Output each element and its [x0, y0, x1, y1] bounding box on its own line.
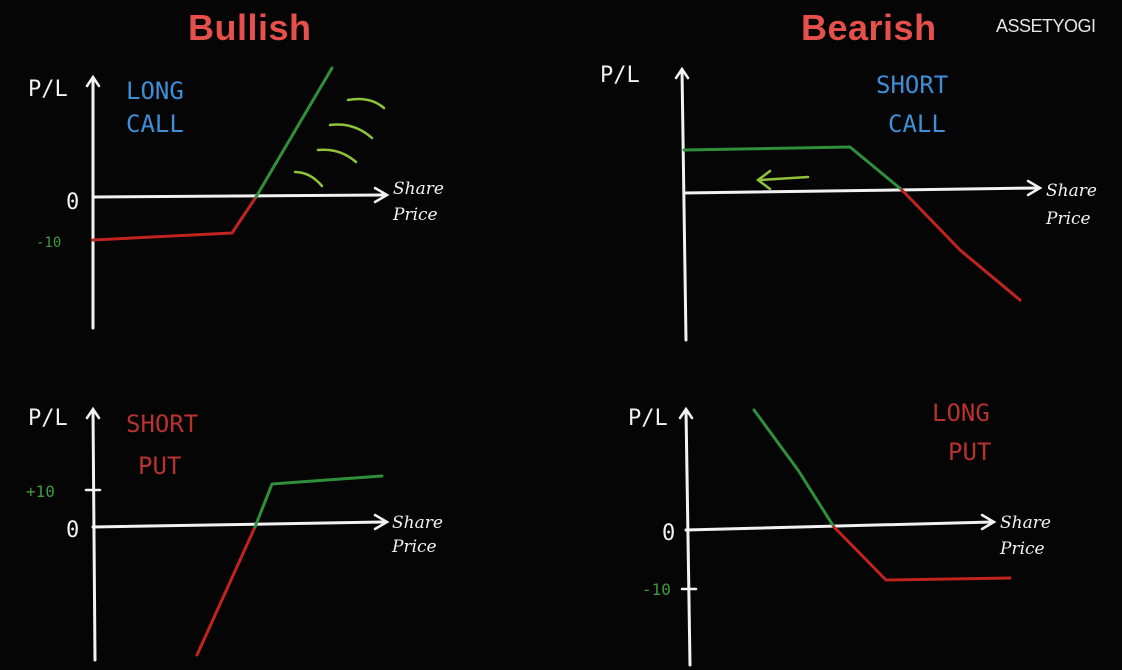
strategy-title-line1: LONG [932, 399, 990, 427]
zero-label: 0 [66, 518, 79, 543]
x-axis-label-line2: Price [392, 205, 438, 225]
bearish-heading: Bearish [801, 7, 937, 48]
x-axis-label-line1: Share [393, 179, 444, 199]
strategy-title-line2: PUT [138, 452, 181, 480]
panel-long-put: P/L 0 Share Price LONG PUT -10 [628, 399, 1051, 667]
x-axis [682, 186, 1040, 195]
y-axis [91, 408, 97, 662]
x-axis-label-line1: Share [1000, 513, 1051, 533]
y-axis-arrow-icon [85, 74, 101, 88]
profit-hatch-marks [293, 97, 386, 188]
y-axis [680, 68, 688, 342]
strategy-title-line1: LONG [126, 77, 184, 105]
x-axis [91, 520, 387, 529]
y-axis-label: P/L [28, 77, 68, 102]
payoff-loss-segment [900, 188, 1022, 302]
y-axis-label: P/L [600, 63, 640, 88]
x-axis-label-line2: Price [999, 539, 1045, 559]
x-axis-label-line2: Price [1045, 209, 1091, 229]
x-axis-arrow-icon [373, 186, 390, 204]
y-axis [684, 408, 692, 667]
bullish-heading: Bullish [188, 7, 312, 48]
y-axis-arrow-icon [85, 406, 101, 420]
y-axis-label: P/L [628, 406, 668, 431]
panel-short-call: P/L Share Price SHORT CALL [600, 63, 1097, 342]
strategy-title-line2: CALL [126, 110, 184, 138]
panel-long-call: P/L 0 Share Price LONG CALL -10 [28, 66, 444, 330]
strategy-title-line2: CALL [888, 110, 946, 138]
brand-logo: ASSETYOGI [996, 16, 1096, 36]
direction-arrow-icon [755, 169, 810, 191]
zero-label: 0 [66, 190, 79, 215]
x-axis-label-line1: Share [1046, 181, 1097, 201]
y-axis-arrow-icon [674, 66, 690, 80]
x-axis-arrow-icon [373, 513, 390, 531]
payoff-loss-segment [91, 195, 258, 242]
strategy-title-line1: SHORT [876, 71, 948, 99]
payoff-profit-segment [682, 145, 904, 192]
level-label: -10 [36, 235, 61, 251]
payoff-loss-segment [195, 525, 257, 657]
x-axis [91, 193, 387, 199]
level-label: +10 [26, 482, 55, 501]
x-axis [684, 520, 994, 532]
zero-label: 0 [662, 521, 675, 546]
x-axis-arrow-icon [1026, 179, 1043, 197]
panel-short-put: P/L 0 Share Price SHORT PUT +10 [26, 406, 443, 662]
payoff-profit-segment [752, 408, 836, 529]
payoff-loss-segment [832, 525, 1012, 582]
payoff-profit-segment [254, 66, 334, 199]
level-label: -10 [642, 580, 671, 599]
payoff-profit-segment [253, 474, 384, 529]
x-axis-label-line1: Share [392, 513, 443, 533]
y-axis-label: P/L [28, 406, 68, 431]
x-axis-arrow-icon [980, 513, 997, 531]
x-axis-label-line2: Price [391, 537, 437, 557]
strategy-title-line2: PUT [948, 438, 991, 466]
y-axis-arrow-icon [678, 406, 694, 420]
strategy-title-line1: SHORT [126, 410, 198, 438]
